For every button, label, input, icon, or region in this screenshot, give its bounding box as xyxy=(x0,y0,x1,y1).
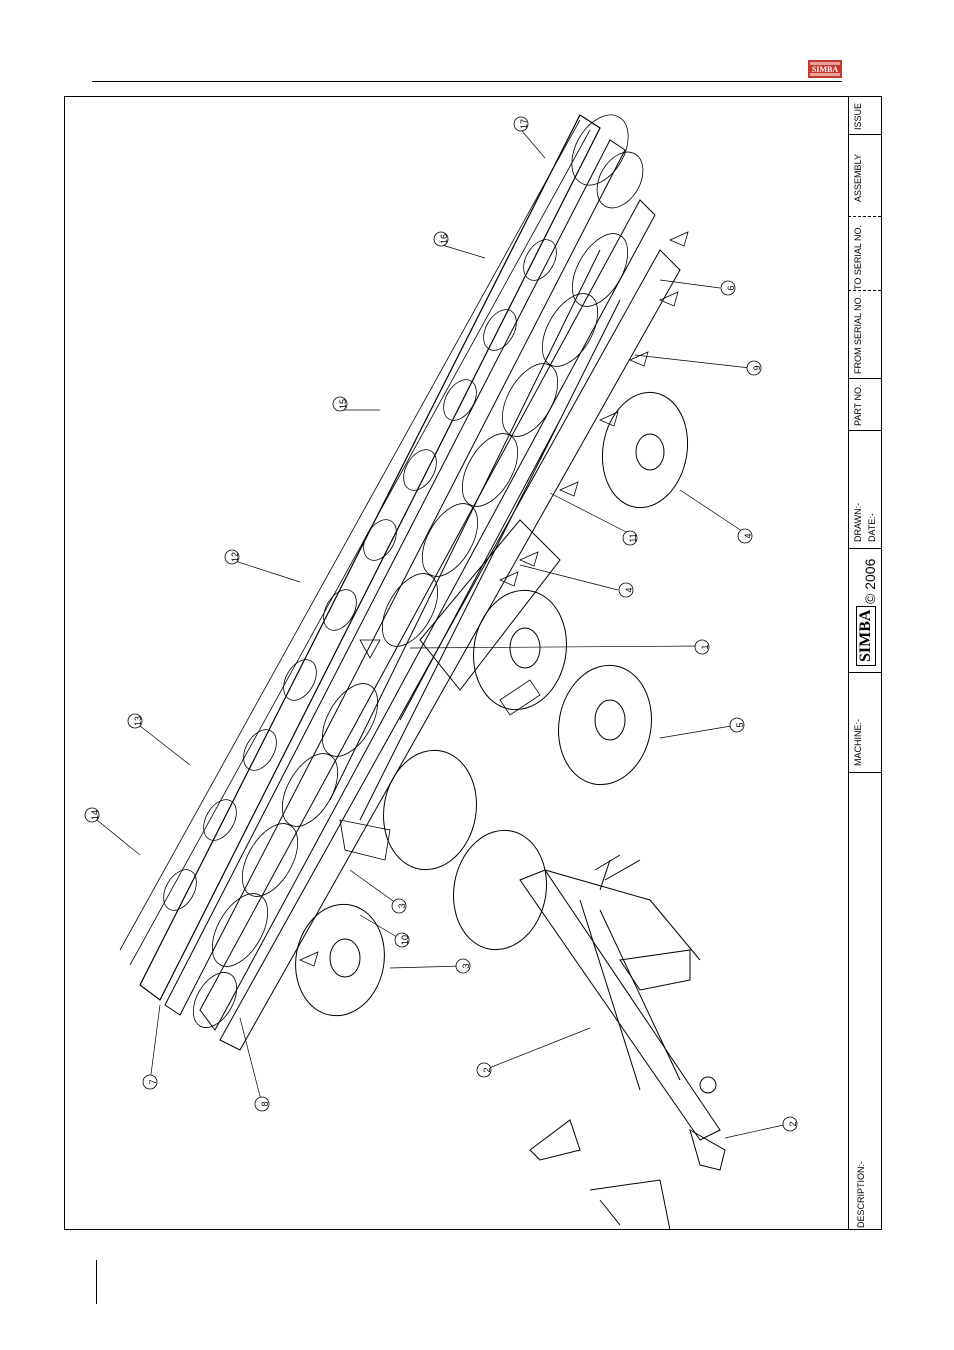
main-frame xyxy=(140,115,680,1050)
machine-label: MACHINE:- xyxy=(853,719,863,766)
callout-label: 4 xyxy=(624,587,634,592)
to-serial-label: TO SERIAL NO. xyxy=(853,225,863,290)
callout-label: 16 xyxy=(439,234,449,244)
header-rule xyxy=(92,81,842,82)
callout-label: 14 xyxy=(90,810,100,820)
callout-label: 9 xyxy=(752,365,762,370)
machine-drawing: 17 16 6 9 15 4 11 12 4 1 5 13 14 3 10 3 … xyxy=(65,97,847,1229)
part-no-label: PART NO. xyxy=(853,384,863,426)
wheels xyxy=(287,386,696,1023)
title-divider xyxy=(848,134,882,135)
callout-leaders xyxy=(92,131,788,1138)
title-divider xyxy=(848,290,882,291)
title-divider xyxy=(848,378,882,379)
callout-label: 10 xyxy=(400,935,410,945)
callout-label: 17 xyxy=(519,119,529,129)
callout-label: 2 xyxy=(482,1067,492,1072)
title-divider xyxy=(848,772,882,773)
callout-label: 3 xyxy=(397,903,407,908)
callout-label: 1 xyxy=(700,644,710,649)
callout-label: 13 xyxy=(133,716,143,726)
title-divider xyxy=(848,216,882,217)
title-divider xyxy=(848,548,882,549)
callout-label: 3 xyxy=(461,963,471,968)
assembly-label: ASSEMBLY xyxy=(853,154,863,202)
callout-label: 4 xyxy=(743,533,753,538)
from-serial-label: FROM SERIAL NO. xyxy=(853,295,863,374)
drawn-label: DRAWN:- xyxy=(853,503,863,542)
copyright: © 2006 xyxy=(862,559,878,604)
title-divider xyxy=(848,430,882,431)
hydraulics xyxy=(340,640,540,860)
description-label: DESCRIPTION:- xyxy=(856,1161,866,1228)
callout-label: 11 xyxy=(628,533,638,542)
date-label: DATE:- xyxy=(867,513,877,542)
callout-label: 6 xyxy=(726,285,736,290)
logo-text: SIMBA xyxy=(812,65,838,74)
drawbar xyxy=(520,855,725,1229)
callout-label: 2 xyxy=(788,1121,798,1126)
callout-label: 15 xyxy=(338,399,348,409)
callout-label: 12 xyxy=(230,552,240,562)
callout-label: 8 xyxy=(260,1101,270,1106)
footer-rule xyxy=(96,1260,97,1304)
callout-label: 5 xyxy=(735,722,745,727)
callout-label: 7 xyxy=(148,1079,158,1084)
issue-label: ISSUE xyxy=(853,103,863,130)
title-brand: SIMBA xyxy=(856,606,876,666)
title-divider xyxy=(848,672,882,673)
simba-logo: SIMBA xyxy=(808,60,842,78)
